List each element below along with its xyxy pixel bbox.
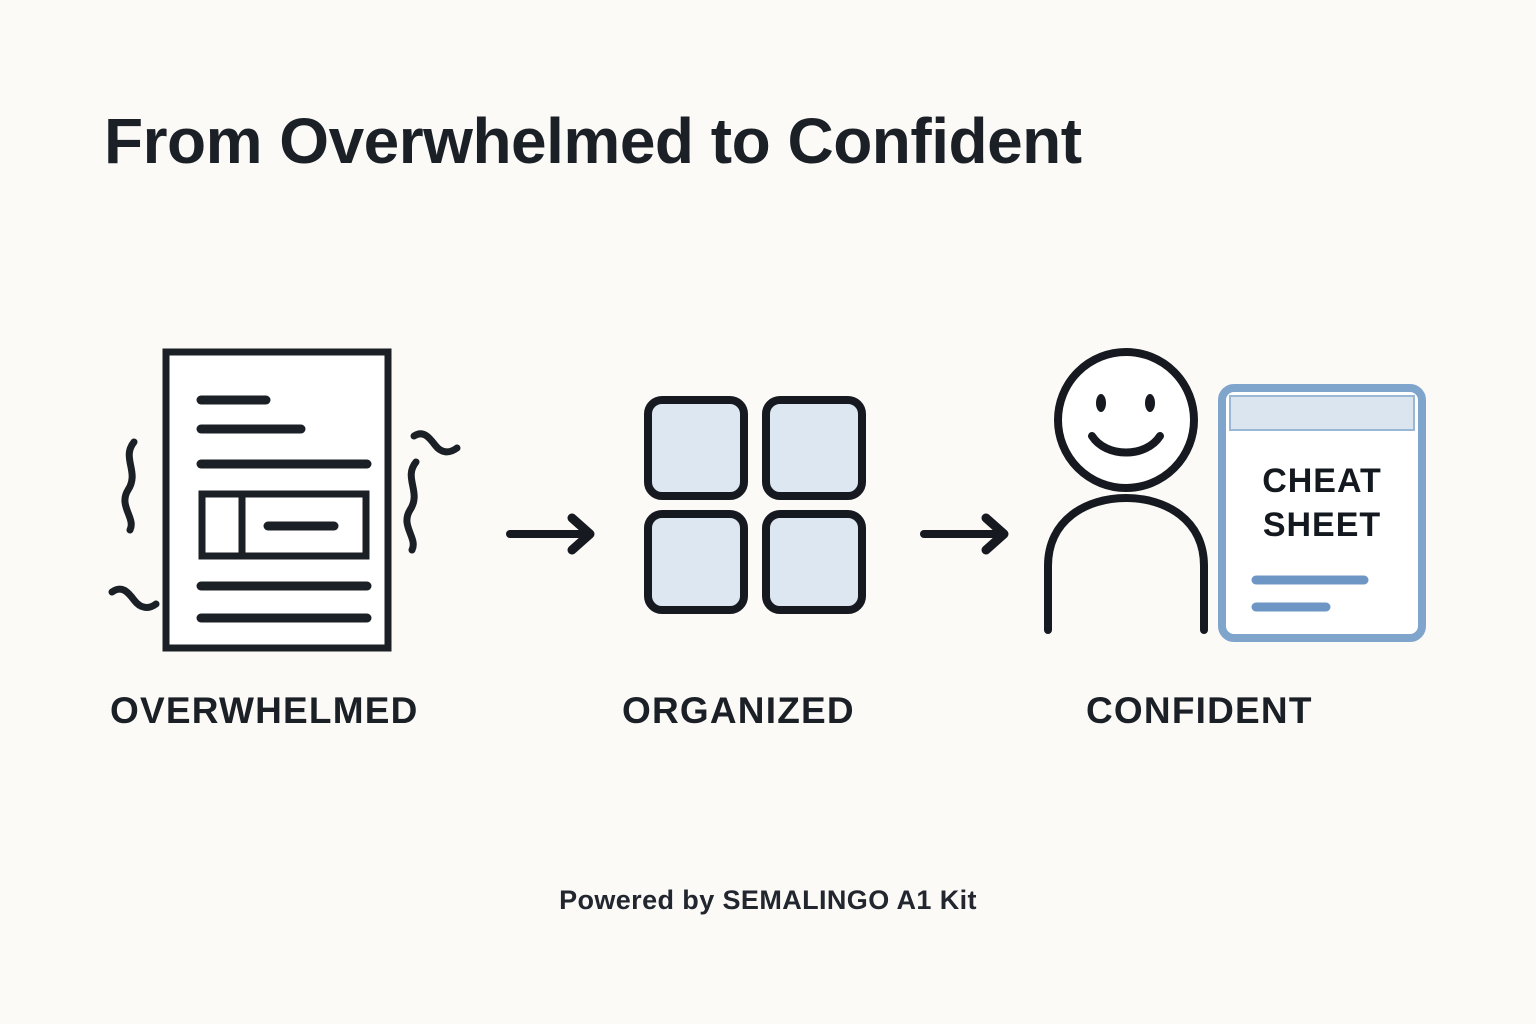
step-organized — [620, 330, 900, 670]
face-smile — [1088, 432, 1164, 457]
cheat-sheet-title-line-1: CHEAT — [1262, 462, 1382, 500]
step-label-overwhelmed: OVERWHELMED — [110, 690, 419, 731]
four-tiles-grid-icon — [644, 396, 866, 614]
document-with-stress-squiggles-icon — [108, 348, 461, 652]
person-head-shape — [1054, 348, 1198, 492]
document-text-lines-bottom — [196, 581, 372, 623]
page-title: From Overwhelmed to Confident — [104, 105, 1082, 177]
cheat-sheet-title-line-2: SHEET — [1263, 506, 1381, 544]
smiling-person-figure — [1044, 348, 1208, 634]
tile-top-right — [762, 396, 866, 500]
footer-attribution: Powered by SEMALINGO A1 Kit — [559, 885, 977, 915]
step-labels: OVERWHELMED ORGANIZED CONFIDENT — [0, 690, 1536, 750]
stress-squiggles — [108, 430, 461, 611]
document-inset-block — [198, 490, 370, 560]
step-overwhelmed — [96, 330, 496, 670]
tile-top-left — [644, 396, 748, 500]
step-confident: CHEAT SHEET — [1016, 330, 1436, 670]
person-body-arch — [1044, 493, 1208, 634]
cheat-sheet-content-lines — [1251, 575, 1369, 612]
cheat-sheet-header-bar — [1229, 395, 1415, 431]
connector-arrow-2 — [920, 512, 1016, 556]
arrow-right-icon — [920, 513, 1009, 555]
step-label-organized: ORGANIZED — [622, 690, 855, 731]
document-text-lines-top — [196, 395, 372, 469]
arrow-right-icon — [506, 513, 595, 555]
process-flow: CHEAT SHEET — [0, 330, 1536, 670]
connector-arrow-1 — [506, 512, 602, 556]
step-label-confident: CONFIDENT — [1086, 690, 1313, 731]
face-eyes — [1096, 394, 1155, 412]
smiling-person-with-cheat-sheet-icon: CHEAT SHEET — [1044, 348, 1426, 642]
tile-bottom-left — [644, 510, 748, 614]
tile-bottom-right — [762, 510, 866, 614]
cheat-sheet-card: CHEAT SHEET — [1218, 384, 1426, 642]
